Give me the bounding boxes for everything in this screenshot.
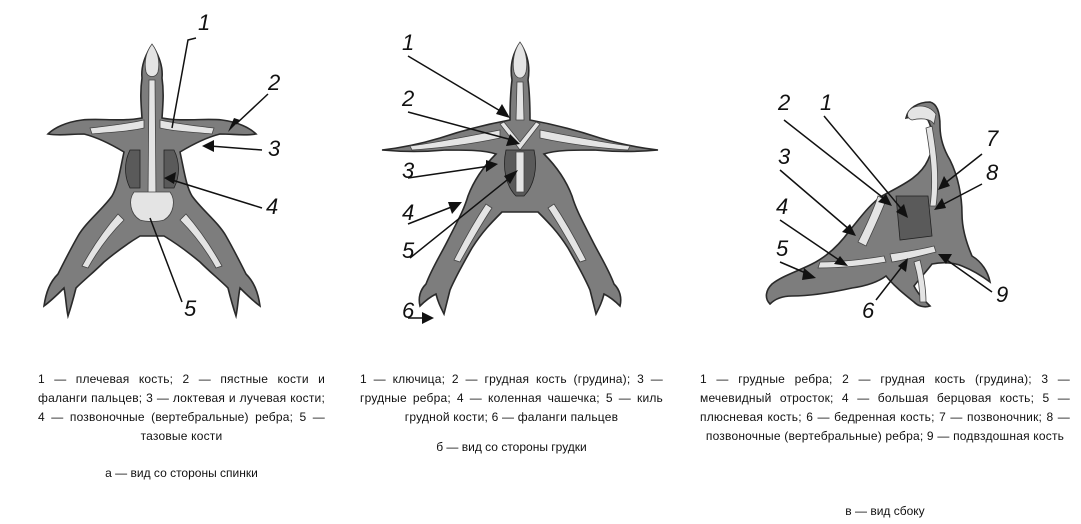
panel-b: 1 2 3 4 5 6 1 — ключица; 2 — грудная кос… [360, 0, 700, 524]
label-c-7: 7 [986, 126, 999, 151]
label-b-3: 3 [402, 158, 415, 183]
label-b-5: 5 [402, 238, 415, 263]
figure-back-view: 1 2 3 4 5 [0, 0, 360, 330]
bird-silhouette-back [44, 44, 260, 316]
bird-silhouette-chest [382, 42, 658, 314]
caption-a: 1 — плечевая кость; 2 — пястные кости и … [38, 370, 325, 446]
label-a-5: 5 [184, 296, 197, 321]
label-b-1: 1 [402, 30, 414, 55]
label-b-4: 4 [402, 200, 414, 225]
label-b-6: 6 [402, 298, 415, 323]
label-a-2: 2 [267, 70, 280, 95]
label-c-3: 3 [778, 144, 791, 169]
label-c-8: 8 [986, 160, 999, 185]
figure-side-view: 2 1 3 4 5 6 7 8 9 [700, 0, 1081, 330]
label-a-3: 3 [268, 136, 281, 161]
figure-chest-view: 1 2 3 4 5 6 [360, 0, 700, 330]
panel-a: 1 2 3 4 5 1 — плечевая кость; 2 — пястны… [0, 0, 360, 524]
panel-c: 2 1 3 4 5 6 7 8 9 1 — грудные ребра; 2 —… [700, 0, 1081, 524]
view-title-b: б — вид со стороны грудки [360, 440, 663, 454]
view-title-a: а — вид со стороны спинки [38, 466, 325, 480]
caption-b: 1 — ключица; 2 — грудная кость (грудина)… [360, 370, 663, 427]
label-a-4: 4 [266, 194, 278, 219]
label-c-4: 4 [776, 194, 788, 219]
label-c-2: 2 [777, 90, 790, 115]
label-b-2: 2 [401, 86, 414, 111]
label-a-1: 1 [198, 10, 210, 35]
label-c-6: 6 [862, 298, 875, 323]
label-c-5: 5 [776, 236, 789, 261]
label-c-1: 1 [820, 90, 832, 115]
caption-c: 1 — грудные ребра; 2 — грудная кость (гр… [700, 370, 1070, 446]
label-c-9: 9 [996, 282, 1008, 307]
view-title-c: в — вид сбоку [700, 504, 1070, 518]
